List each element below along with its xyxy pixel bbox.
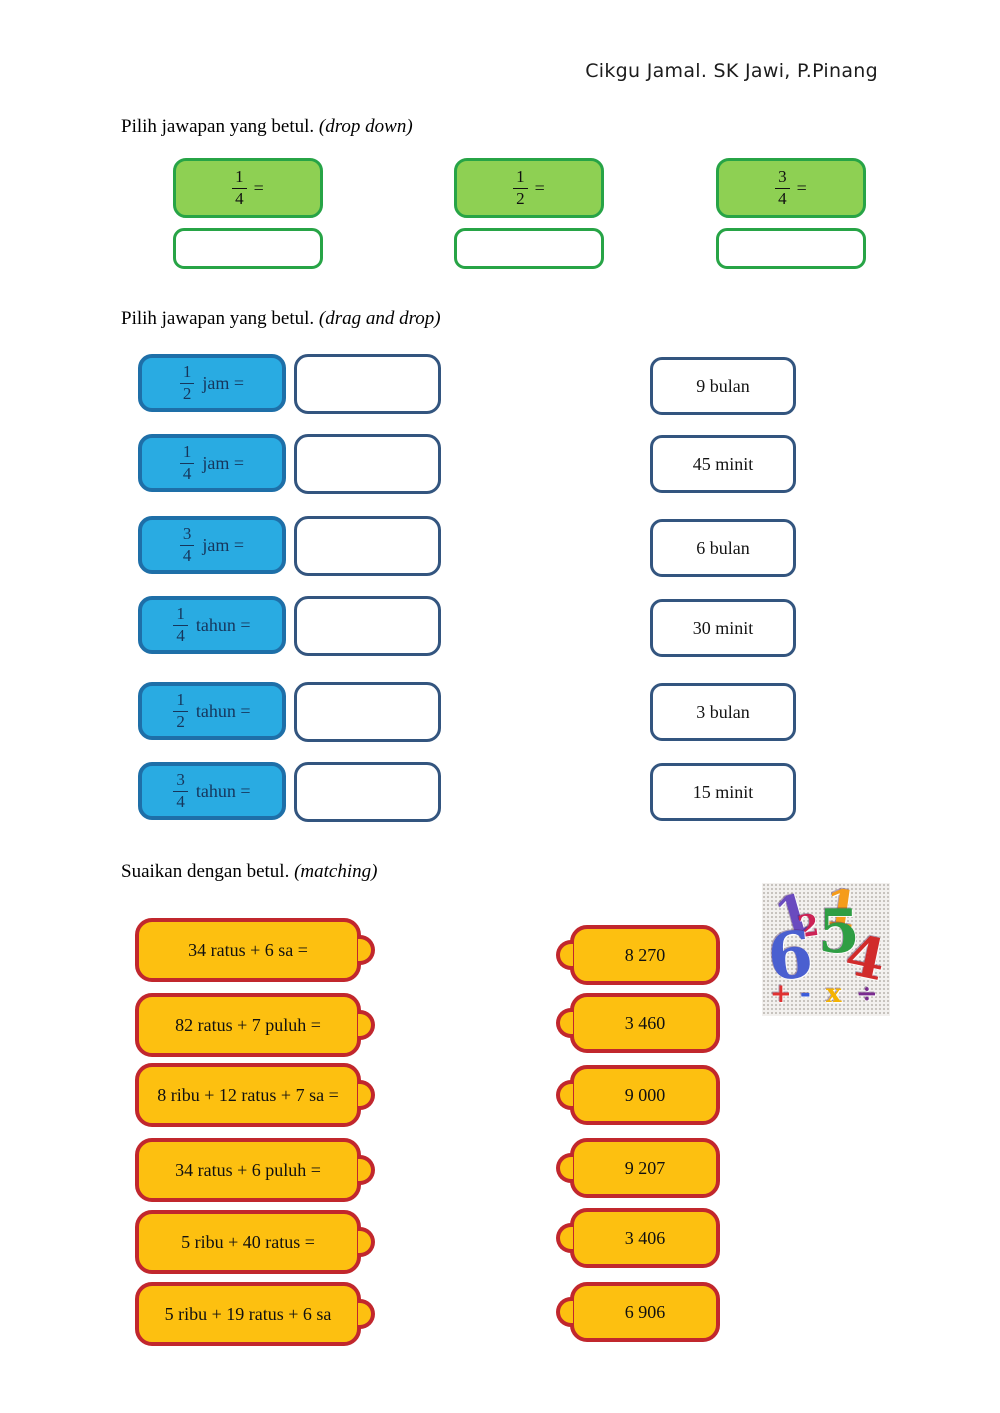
- matching-left-card[interactable]: 82 ratus + 7 puluh =: [135, 993, 375, 1057]
- matching-right-label: 8 270: [624, 944, 666, 965]
- connector-knob: [358, 1227, 375, 1257]
- answer-dropdown[interactable]: [173, 228, 323, 269]
- matching-right-label: 3 406: [624, 1227, 666, 1248]
- matching-left-card[interactable]: 34 ratus + 6 puluh =: [135, 1138, 375, 1202]
- question-card: 3 4 tahun =: [138, 762, 286, 820]
- connector-knob: [358, 1010, 375, 1040]
- matching-left-label: 8 ribu + 12 ratus + 7 sa =: [157, 1084, 339, 1105]
- question-card: 3 4 jam =: [138, 516, 286, 574]
- equals-sign: =: [534, 177, 545, 198]
- answer-chip[interactable]: 6 bulan: [650, 519, 796, 577]
- answer-chip[interactable]: 30 minit: [650, 599, 796, 657]
- matching-left-label: 5 ribu + 40 ratus =: [181, 1231, 315, 1252]
- unit-label: jam =: [202, 534, 245, 555]
- drop-slot[interactable]: [294, 596, 441, 656]
- multiply-icon: x: [826, 979, 842, 1009]
- section-dropdown-heading: Pilih jawapan yang betul. (drop down): [121, 116, 413, 138]
- question-card: 1 4 tahun =: [138, 596, 286, 654]
- matching-right-card[interactable]: 9 207: [556, 1138, 720, 1198]
- fraction: 1 2: [173, 690, 188, 731]
- answer-dropdown[interactable]: [716, 228, 866, 269]
- matching-right-label: 6 906: [624, 1301, 666, 1322]
- question-card: 1 2 tahun =: [138, 682, 286, 740]
- fraction: 1 4: [173, 604, 188, 645]
- matching-left-card[interactable]: 5 ribu + 19 ratus + 6 sa: [135, 1282, 375, 1346]
- answer-chip[interactable]: 9 bulan: [650, 357, 796, 415]
- connector-knob: [358, 1299, 375, 1329]
- answer-chip[interactable]: 3 bulan: [650, 683, 796, 741]
- matching-left-card[interactable]: 34 ratus + 6 sa =: [135, 918, 375, 982]
- matching-left-label: 5 ribu + 19 ratus + 6 sa: [164, 1303, 332, 1324]
- question-card: 1 4 jam =: [138, 434, 286, 492]
- section-title: Suaikan dengan betul.: [121, 861, 290, 882]
- divide-icon: ÷: [856, 979, 878, 1009]
- unit-label: jam =: [202, 372, 245, 393]
- answer-dropdown[interactable]: [454, 228, 604, 269]
- section-matching-heading: Suaikan dengan betul. (matching): [121, 861, 377, 883]
- drop-slot[interactable]: [294, 516, 441, 576]
- fraction: 3 4: [775, 167, 790, 208]
- fraction-card: 1 2 =: [454, 158, 604, 218]
- matching-left-card[interactable]: 5 ribu + 40 ratus =: [135, 1210, 375, 1274]
- matching-right-label: 9 207: [624, 1157, 666, 1178]
- drop-slot[interactable]: [294, 682, 441, 742]
- section-mode: (matching): [294, 861, 378, 882]
- matching-right-card[interactable]: 6 906: [556, 1282, 720, 1342]
- fraction: 1 4: [232, 167, 247, 208]
- unit-label: jam =: [202, 452, 245, 473]
- drop-slot[interactable]: [294, 762, 441, 822]
- section-mode: (drop down): [318, 116, 413, 137]
- fraction: 3 4: [173, 770, 188, 811]
- answer-chip[interactable]: 15 minit: [650, 763, 796, 821]
- unit-label: tahun =: [195, 780, 251, 801]
- question-card: 1 2 jam =: [138, 354, 286, 412]
- connector-knob: [556, 1297, 573, 1327]
- connector-knob: [358, 1155, 375, 1185]
- connector-knob: [556, 1008, 573, 1038]
- fraction: 1 2: [179, 362, 195, 403]
- minus-icon: -: [800, 979, 811, 1009]
- equals-sign: =: [253, 177, 264, 198]
- connector-knob: [556, 1223, 573, 1253]
- matching-left-label: 82 ratus + 7 puluh =: [175, 1014, 321, 1035]
- section-title: Pilih jawapan yang betul.: [121, 308, 315, 329]
- answer-chip[interactable]: 45 minit: [650, 435, 796, 493]
- fraction: 1 4: [179, 442, 195, 483]
- fraction: 1 2: [513, 167, 528, 208]
- section-title: Pilih jawapan yang betul.: [121, 116, 315, 137]
- drop-slot[interactable]: [294, 354, 441, 414]
- drop-slot[interactable]: [294, 434, 441, 494]
- fraction-card: 1 4 =: [173, 158, 323, 218]
- matching-right-card[interactable]: 3 460: [556, 993, 720, 1053]
- unit-label: tahun =: [195, 614, 251, 635]
- plus-icon: +: [770, 979, 792, 1009]
- clipart-digit: 5: [818, 897, 860, 967]
- fraction: 3 4: [179, 524, 195, 565]
- matching-right-card[interactable]: 8 270: [556, 925, 720, 985]
- section-dragdrop-heading: Pilih jawapan yang betul. (drag and drop…: [121, 308, 441, 330]
- matching-right-card[interactable]: 3 406: [556, 1208, 720, 1268]
- matching-left-label: 34 ratus + 6 sa =: [188, 939, 308, 960]
- unit-label: tahun =: [195, 700, 251, 721]
- matching-right-label: 9 000: [624, 1084, 666, 1105]
- numbers-clipart: 1 2 1 6 5 4 + - x ÷: [762, 883, 890, 1016]
- connector-knob: [556, 1080, 573, 1110]
- matching-right-label: 3 460: [624, 1012, 666, 1033]
- connector-knob: [358, 935, 375, 965]
- matching-left-label: 34 ratus + 6 puluh =: [175, 1159, 321, 1180]
- fraction-card: 3 4 =: [716, 158, 866, 218]
- author-credit: Cikgu Jamal. SK Jawi, P.Pinang: [585, 60, 878, 82]
- connector-knob: [556, 940, 573, 970]
- connector-knob: [358, 1080, 375, 1110]
- matching-right-card[interactable]: 9 000: [556, 1065, 720, 1125]
- section-mode: (drag and drop): [318, 308, 441, 329]
- matching-left-card[interactable]: 8 ribu + 12 ratus + 7 sa =: [135, 1063, 375, 1127]
- equals-sign: =: [796, 177, 807, 198]
- connector-knob: [556, 1153, 573, 1183]
